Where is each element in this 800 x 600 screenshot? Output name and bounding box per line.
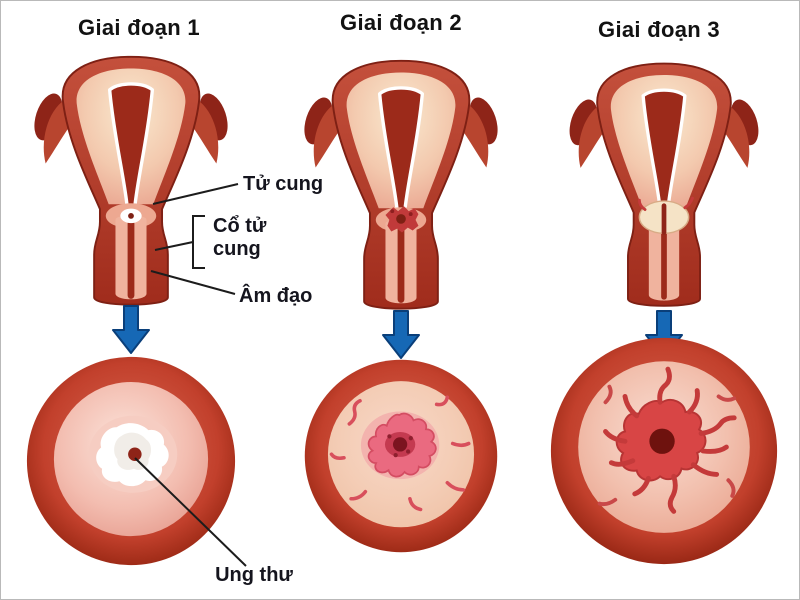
down-arrow-icon-stage-1: [112, 305, 150, 354]
uterus-illustration-stage-3: [569, 62, 759, 307]
label-uterus: Tử cung: [243, 173, 324, 195]
uterus-illustration-stage-2: [304, 59, 498, 310]
cervix-view-stage-3: [550, 337, 778, 565]
stage-2-title: Giai đoạn 2: [340, 10, 462, 35]
stage-1-title: Giai đoạn 1: [78, 15, 200, 40]
label-cervix: Cổ tử cung: [213, 215, 267, 260]
down-arrow-icon-stage-2: [382, 310, 420, 359]
cervix-view-stage-1: [26, 356, 236, 566]
label-cancer: Ung thư: [215, 564, 293, 586]
stage-3-title: Giai đoạn 3: [598, 17, 720, 42]
label-vagina: Âm đạo: [239, 285, 313, 307]
uterus-illustration-stage-1: [34, 55, 228, 306]
cervix-view-stage-2: [304, 359, 498, 553]
